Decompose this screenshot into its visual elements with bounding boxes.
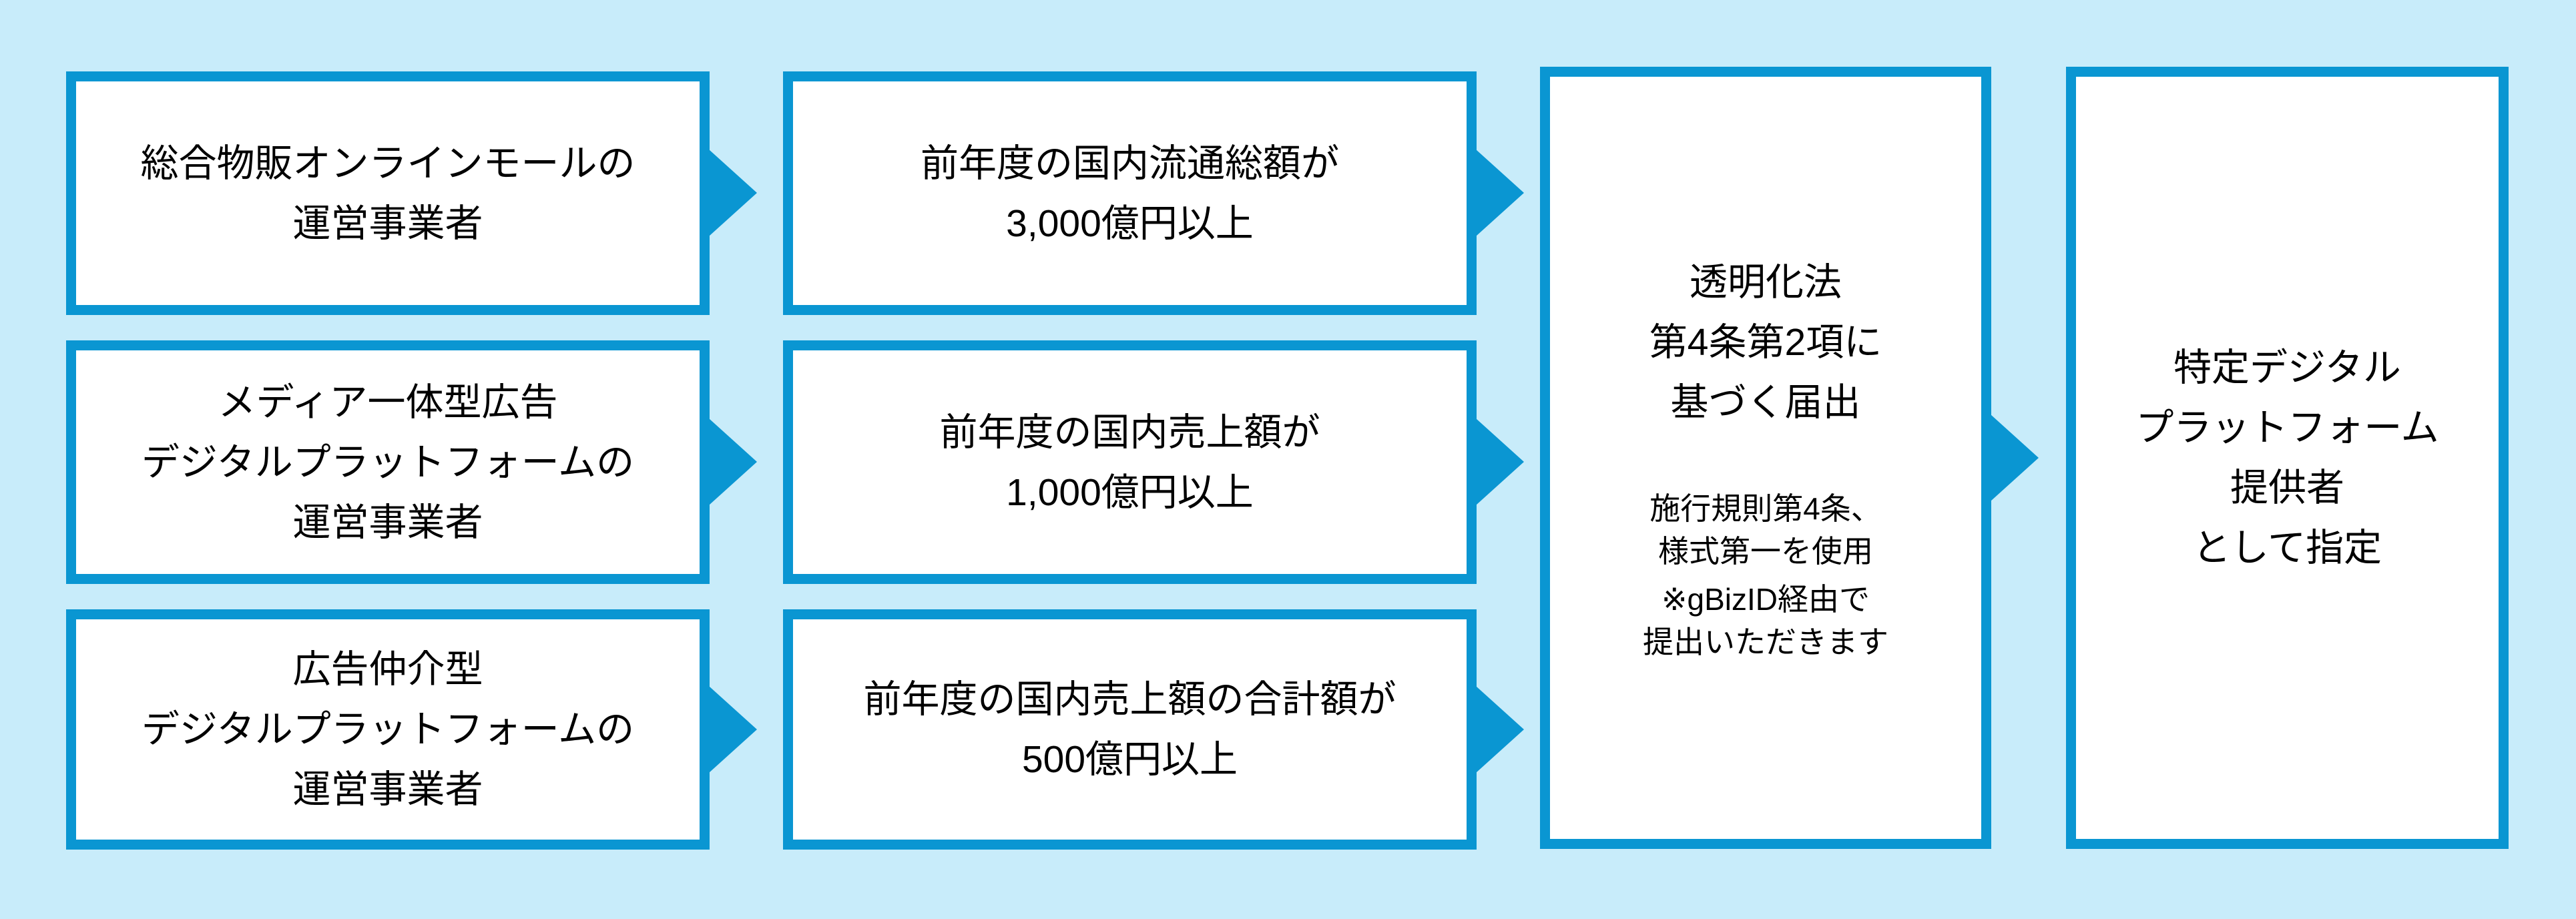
right-arrow-icon — [709, 149, 757, 236]
box-line: 総合物販オンラインモールの — [140, 141, 635, 185]
box-line: 前年度の国内流通総額が — [921, 141, 1339, 185]
right-arrow-icon — [1476, 149, 1524, 236]
box-line: 3,000億円以上 — [1006, 202, 1254, 245]
box-line: 1,000億円以上 — [1006, 471, 1254, 514]
right-arrow-icon — [709, 418, 757, 505]
box-line: 様式第一を使用 — [1658, 534, 1873, 569]
notification-title: 透明化法 第4条第2項に 基づく届出 — [1649, 252, 1882, 432]
box-line: 特定デジタル — [2173, 346, 2401, 389]
box-line: 前年度の国内売上額が — [939, 410, 1320, 454]
box-line: ※gBizID経由で — [1661, 582, 1870, 617]
notification-note-form: 施行規則第4条、 様式第一を使用 — [1649, 487, 1882, 573]
box-line: メディア一体型広告 — [218, 380, 558, 424]
box-notification-under-transparency-act: 透明化法 第4条第2項に 基づく届出 施行規則第4条、 様式第一を使用 ※gBi… — [1540, 67, 1991, 849]
box-line: 施行規則第4条、 — [1649, 491, 1882, 526]
box-line: 提出いただきます — [1643, 625, 1888, 659]
box-threshold-domestic-sales-1000: 前年度の国内売上額が 1,000億円以上 — [783, 340, 1477, 584]
box-line: 提供者 — [2230, 467, 2344, 509]
right-arrow-icon — [1991, 414, 2039, 501]
box-designated-as-specified-digital-platform-provider: 特定デジタル プラットフォーム 提供者 として指定 — [2066, 67, 2509, 849]
box-ad-intermediary-platform-operator: 広告仲介型 デジタルプラットフォームの 運営事業者 — [66, 609, 710, 850]
box-line: 前年度の国内売上額の合計額が — [863, 678, 1396, 721]
box-line: プラットフォーム — [2135, 406, 2439, 449]
box-line: 基づく届出 — [1670, 381, 1861, 424]
box-line: デジタルプラットフォームの — [141, 708, 635, 751]
box-line: 第4条第2項に — [1649, 321, 1882, 364]
box-line: 広告仲介型 — [292, 648, 483, 691]
box-line: 運営事業者 — [292, 768, 483, 811]
box-threshold-domestic-sales-total-500: 前年度の国内売上額の合計額が 500億円以上 — [783, 609, 1477, 850]
box-threshold-domestic-gmv-3000: 前年度の国内流通総額が 3,000億円以上 — [783, 71, 1477, 315]
box-line: 運営事業者 — [292, 202, 483, 245]
box-line: 500億円以上 — [1021, 738, 1238, 781]
notification-note-gbizid: ※gBizID経由で 提出いただきます — [1643, 578, 1888, 663]
right-arrow-icon — [1476, 686, 1524, 773]
box-general-merchandise-online-mall-operator: 総合物販オンラインモールの 運営事業者 — [66, 71, 710, 315]
box-line: として指定 — [2192, 527, 2382, 569]
box-line: デジタルプラットフォームの — [141, 440, 635, 484]
box-media-integrated-ad-platform-operator: メディア一体型広告 デジタルプラットフォームの 運営事業者 — [66, 340, 710, 584]
box-line: 運営事業者 — [292, 501, 483, 544]
right-arrow-icon — [1476, 418, 1524, 505]
right-arrow-icon — [709, 686, 757, 773]
box-line: 透明化法 — [1690, 261, 1842, 304]
